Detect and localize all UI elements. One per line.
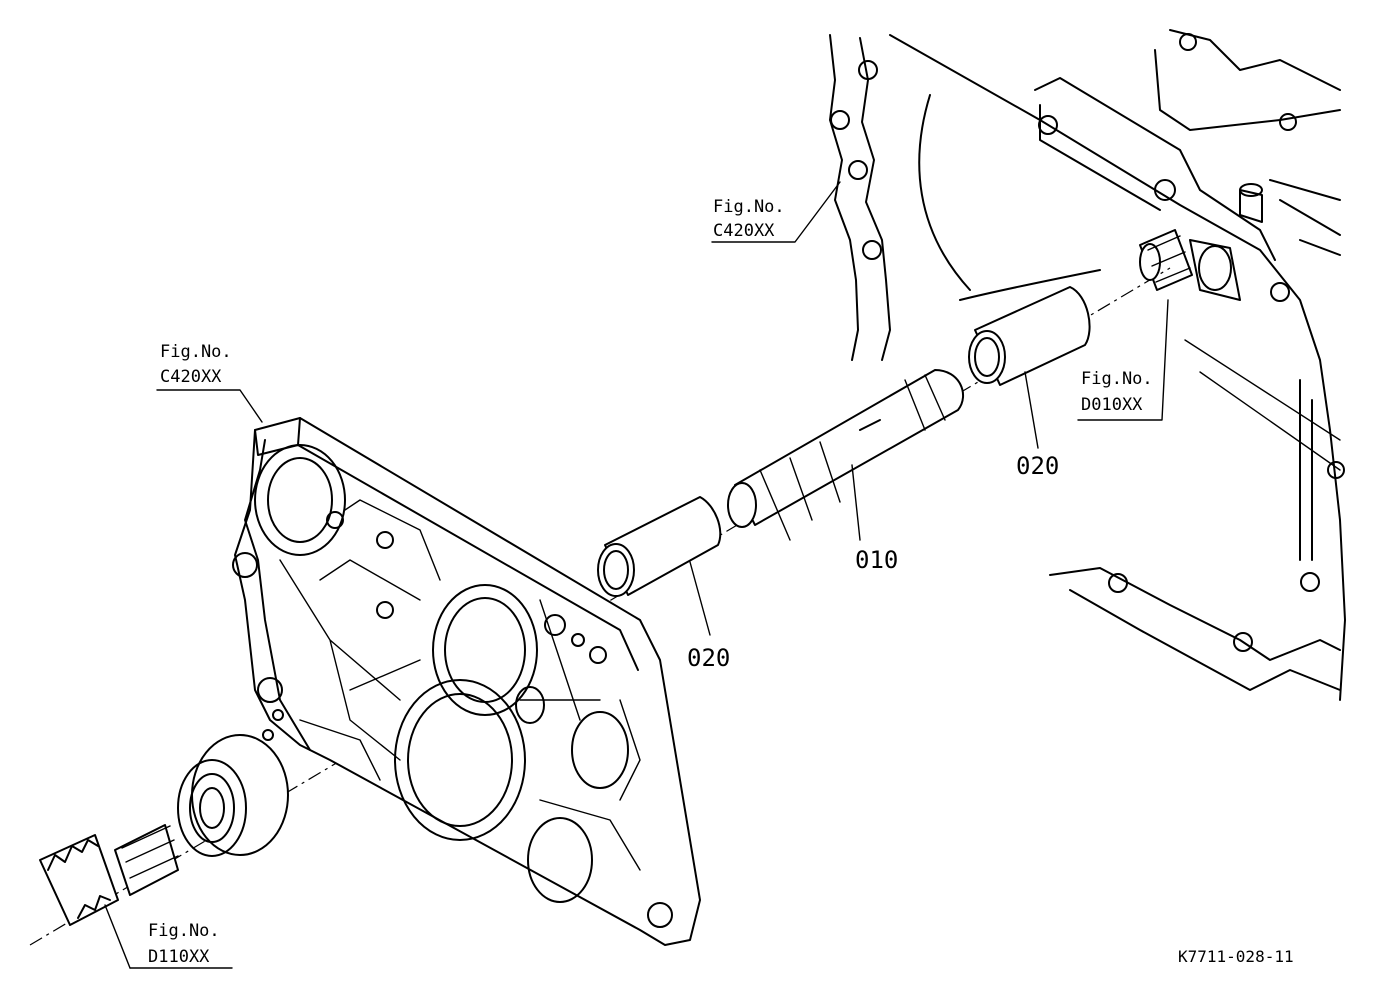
transmission-case [829, 29, 1346, 701]
drawing-reference-number: K7711-028-11 [1178, 947, 1294, 966]
front-cover-plate [232, 417, 701, 946]
fig-ref-bottom-line1: Fig.No. [148, 921, 220, 941]
ball-bearing [177, 734, 289, 857]
input-gear [1139, 229, 1193, 291]
shaft-010 [727, 369, 964, 541]
part-number-bushing-upper: 020 [1016, 452, 1059, 480]
part-number-bushing-lower: 020 [687, 644, 730, 672]
bushing-020-upper [968, 286, 1091, 386]
output-gear [39, 824, 179, 926]
fig-ref-left-line2: C420XX [160, 367, 222, 387]
fig-ref-top-line2: C420XX [713, 221, 775, 241]
fig-ref-top-line1: Fig.No. [713, 197, 785, 217]
leader-lines [104, 181, 1169, 969]
fig-ref-left-line1: Fig.No. [160, 342, 232, 362]
bushing-020-lower [597, 496, 722, 597]
fig-ref-right-line1: Fig.No. [1081, 369, 1153, 389]
fig-ref-bottom-line2: D110XX [148, 947, 210, 967]
fig-ref-right-line2: D010XX [1081, 395, 1143, 415]
part-number-shaft: 010 [855, 546, 898, 574]
